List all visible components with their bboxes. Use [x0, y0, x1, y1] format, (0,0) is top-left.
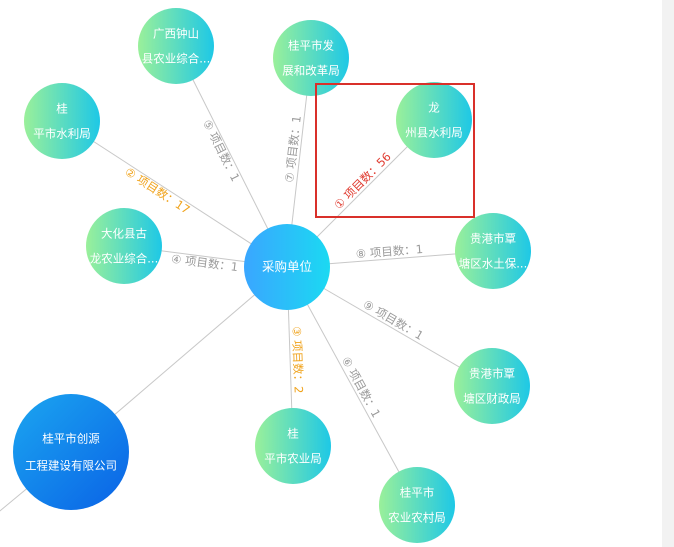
node-label-n6-0: 桂平市 [400, 486, 435, 500]
edge-label-n4: ④ 项目数：1 [170, 252, 239, 274]
node-label-n3-0: 桂 [287, 427, 299, 441]
node-circle-n7[interactable] [273, 20, 349, 96]
node-n4[interactable]: 大化县古龙农业综合... [86, 208, 162, 284]
edge-label-n1: ① 项目数：56 [331, 150, 394, 213]
edge-n6 [286, 266, 418, 506]
edge-label-n9: ⑨ 项目数：1 [361, 297, 426, 343]
node-label-n2-0: 桂 [56, 102, 68, 116]
node-circle-big[interactable] [13, 394, 129, 510]
node-label-n5-0: 广西钟山 [153, 27, 199, 41]
node-circle-n3[interactable] [255, 408, 331, 484]
node-circle-n8[interactable] [455, 213, 531, 289]
node-n8[interactable]: 贵港市覃塘区水土保... [455, 213, 531, 289]
edge-label-n8: ⑧ 项目数：1 [355, 242, 423, 261]
scrollbar-track[interactable] [662, 0, 674, 547]
edge-label-n5: ⑤ 项目数：1 [200, 117, 243, 183]
node-label-n6-1: 农业农村局 [388, 511, 446, 525]
node-circle-n1[interactable] [396, 82, 472, 158]
edge-label-n6: ⑥ 项目数：1 [339, 354, 384, 420]
node-circle-n9[interactable] [454, 348, 530, 424]
node-label-n1-0: 龙 [428, 101, 440, 115]
node-label-n8-0: 贵港市覃 [470, 232, 516, 246]
highlight-layer [315, 83, 475, 218]
node-n5[interactable]: 广西钟山县农业综合... [138, 8, 214, 84]
node-circle-n6[interactable] [379, 467, 455, 543]
node-circle-n2[interactable] [24, 83, 100, 159]
node-label-big-0: 桂平市创源 [42, 432, 100, 446]
node-label-n1-1: 州县水利局 [405, 126, 463, 140]
edge-label-n2: ② 项目数：17 [122, 165, 192, 217]
node-label-n2-1: 平市水利局 [33, 127, 91, 141]
nodes-layer: 采购单位龙州县水利局桂平市水利局桂平市农业局大化县古龙农业综合...广西钟山县农… [13, 8, 531, 543]
edge-n2 [61, 120, 288, 268]
center-node-circle[interactable] [244, 224, 330, 310]
center-node-label: 采购单位 [262, 259, 312, 274]
node-label-n4-1: 龙农业综合... [90, 252, 158, 266]
node-label-n8-1: 塘区水土保... [459, 257, 527, 271]
node-label-n4-0: 大化县古 [101, 227, 147, 241]
node-circle-n4[interactable] [86, 208, 162, 284]
edge-label-n3: ③ 项目数：2 [289, 326, 305, 394]
node-label-n3-1: 平市农业局 [264, 452, 322, 466]
center-node[interactable]: 采购单位 [244, 224, 330, 310]
node-label-big-1: 工程建设有限公司 [25, 459, 117, 473]
node-label-n9-0: 贵港市覃 [469, 367, 515, 381]
node-label-n5-1: 县农业综合... [142, 52, 210, 66]
node-circle-n5[interactable] [138, 8, 214, 84]
node-label-n7-1: 展和改革局 [282, 64, 340, 78]
node-label-n7-0: 桂平市发 [288, 39, 334, 53]
node-label-n9-1: 塘区财政局 [463, 392, 521, 406]
highlight-box [315, 83, 475, 218]
